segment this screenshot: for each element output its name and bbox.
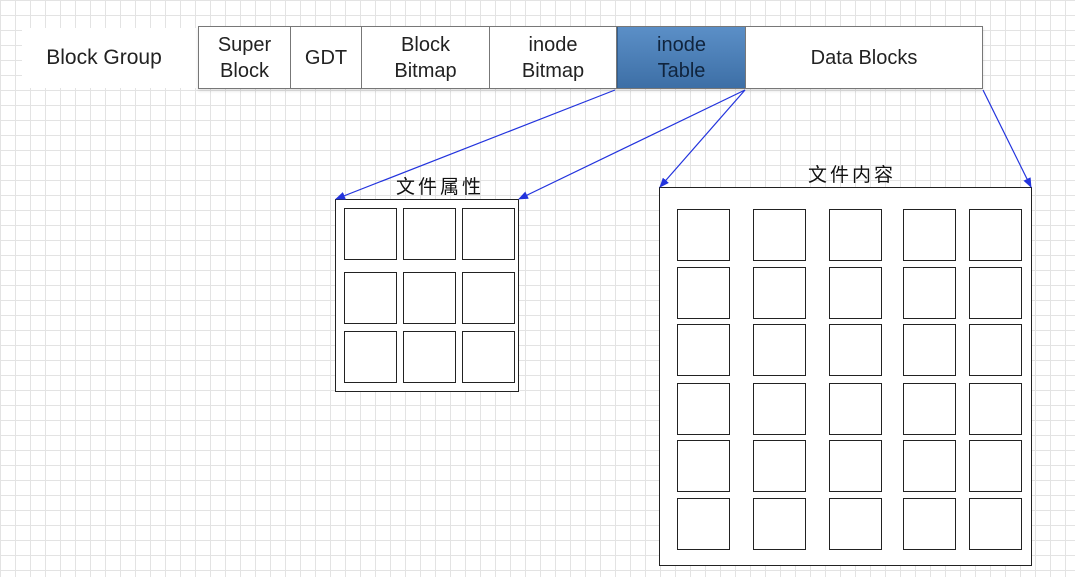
data-block-cell: [829, 324, 882, 376]
data-block-cell: [677, 383, 730, 435]
data-block-cell: [903, 209, 956, 261]
data-block-cell: [969, 209, 1022, 261]
data-block-cell: [903, 383, 956, 435]
data-block-cell: [969, 440, 1022, 492]
attribute-cell: [344, 272, 397, 324]
attributes-caption: 文件属性: [396, 176, 485, 198]
data-block-cell: [969, 498, 1022, 550]
content-caption: 文件内容: [808, 164, 897, 186]
arrow-inode-table-to-attributes-right: [518, 89, 746, 200]
data-block-cell: [829, 267, 882, 319]
attribute-cell: [403, 208, 456, 260]
data-block-cell: [829, 498, 882, 550]
arrow-inode-table-to-content-left: [659, 89, 746, 188]
data-block-cell: [753, 498, 806, 550]
data-block-cell: [753, 324, 806, 376]
segment-block-bitmap: Block Bitmap: [362, 27, 490, 88]
data-block-cell: [969, 267, 1022, 319]
segment-data-blocks: Data Blocks: [810, 46, 918, 69]
segment-gdt: GDT: [291, 27, 362, 88]
data-block-cell: [677, 498, 730, 550]
arrow-data-blocks-to-content-right: [982, 89, 1032, 188]
attribute-cell: [462, 331, 515, 383]
block-group-label: Block Group: [46, 46, 162, 69]
attribute-cell: [462, 208, 515, 260]
data-block-cell: [903, 498, 956, 550]
data-block-cell: [969, 324, 1022, 376]
segment-inode-bitmap: inode Bitmap: [490, 27, 617, 88]
attribute-cell: [344, 331, 397, 383]
data-block-cell: [903, 267, 956, 319]
arrow-inode-table-to-attributes-left: [335, 89, 616, 200]
data-block-cell: [753, 267, 806, 319]
data-block-cell: [903, 440, 956, 492]
block-group-bar: Super Block GDT Block Bitmap inode Bitma…: [198, 26, 983, 89]
attribute-cell: [462, 272, 515, 324]
data-block-cell: [753, 440, 806, 492]
data-block-cell: [829, 383, 882, 435]
data-block-cell: [677, 267, 730, 319]
segment-inode-table: inode Table: [617, 27, 746, 88]
data-block-cell: [677, 440, 730, 492]
attribute-cell: [344, 208, 397, 260]
data-block-cell: [677, 324, 730, 376]
segment-super-block: Super Block: [199, 27, 291, 88]
data-block-cell: [903, 324, 956, 376]
label-background: [22, 28, 198, 88]
data-block-cell: [753, 209, 806, 261]
data-block-cell: [829, 209, 882, 261]
data-block-cell: [829, 440, 882, 492]
data-block-cell: [753, 383, 806, 435]
data-block-cell: [677, 209, 730, 261]
data-block-cell: [969, 383, 1022, 435]
attribute-cell: [403, 272, 456, 324]
attribute-cell: [403, 331, 456, 383]
